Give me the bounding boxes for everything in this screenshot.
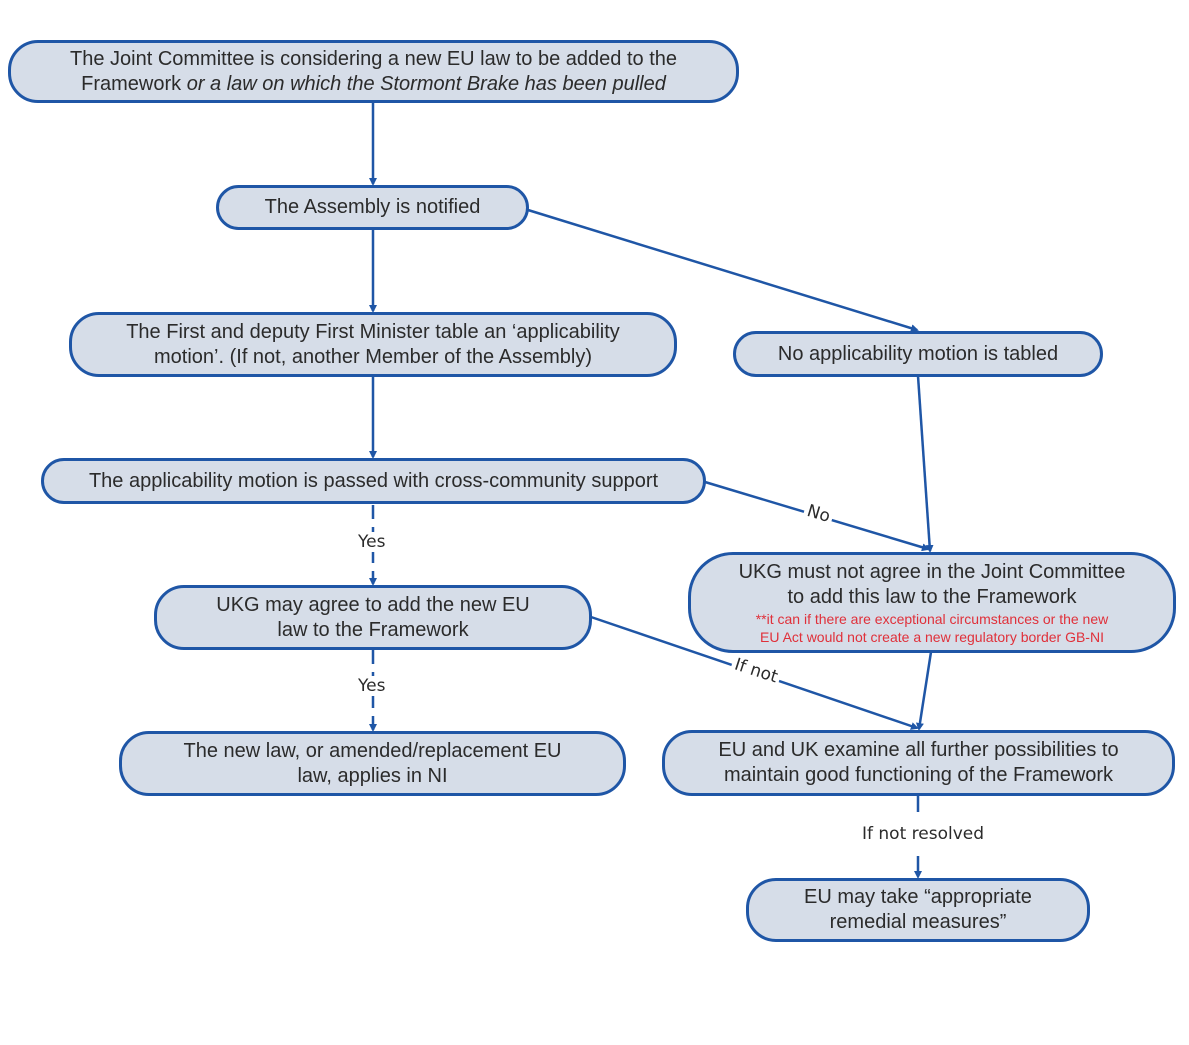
arrow-ukg-must-not-to-examine: [915, 651, 933, 731]
node-ukg-must-not-line1: UKG must not agree in the Joint Committe…: [738, 560, 1126, 583]
node-eu-uk-examine-line1: EU and UK examine all further possibilit…: [718, 739, 1119, 761]
node-motion-passed: The applicability motion is passed with …: [41, 458, 706, 504]
edge-label-yes-2: Yes: [355, 676, 389, 696]
node-ukg-may-agree: UKG may agree to add the new EU law to t…: [154, 585, 592, 650]
node-new-law-applies-line2: law, applies in NI: [297, 764, 448, 787]
node-ukg-must-not-note1: **it can if there are exceptional circum…: [755, 610, 1109, 627]
node-joint-committee-line2: Framework or a law on which the Stormont…: [81, 72, 666, 97]
node-eu-uk-examine: EU and UK examine all further possibilit…: [662, 730, 1175, 796]
node-new-law-applies-line1: The new law, or amended/replacement EU: [183, 739, 562, 762]
node-eu-uk-examine-line2: maintain good functioning of the Framewo…: [723, 764, 1114, 786]
node-motion-passed-text: The applicability motion is passed with …: [88, 469, 659, 492]
node-no-motion: No applicability motion is tabled: [733, 331, 1103, 377]
node-assembly-notified-text: The Assembly is notified: [264, 196, 481, 218]
node-ministers-table-line2: motion’. (If not, another Member of the …: [154, 345, 592, 368]
node-joint-committee-line1: The Joint Committee is considering a new…: [70, 47, 677, 70]
arrow-assembly-to-no-motion: [527, 208, 919, 333]
edge-label-if-not-resolved: If not resolved: [859, 824, 988, 844]
node-ukg-must-not: UKG must not agree in the Joint Committe…: [688, 552, 1176, 653]
node-joint-committee-line2-plain: Framework: [81, 72, 187, 95]
arrow-no-motion-to-ukg-must-not: [916, 375, 934, 553]
node-eu-remedial-line1: EU may take “appropriate: [804, 886, 1032, 908]
node-new-law-applies: The new law, or amended/replacement EU l…: [119, 731, 626, 796]
node-eu-remedial-line2: remedial measures”: [829, 911, 1007, 933]
node-assembly-notified: The Assembly is notified: [216, 185, 529, 230]
node-ministers-table: The First and deputy First Minister tabl…: [69, 312, 677, 377]
node-no-motion-text: No applicability motion is tabled: [777, 342, 1059, 365]
node-ministers-table-line1: The First and deputy First Minister tabl…: [126, 320, 620, 343]
edge-label-yes-1: Yes: [355, 532, 389, 552]
node-eu-remedial: EU may take “appropriate remedial measur…: [746, 878, 1090, 942]
node-ukg-must-not-line2: to add this law to the Framework: [787, 585, 1077, 608]
node-joint-committee-line2-italic: or a law on which the Stormont Brake has…: [186, 72, 666, 95]
node-ukg-must-not-note2: EU Act would not create a new regulatory…: [760, 628, 1104, 645]
node-ukg-may-agree-line2: law to the Framework: [277, 618, 469, 641]
node-joint-committee: The Joint Committee is considering a new…: [8, 40, 739, 103]
node-ukg-may-agree-line1: UKG may agree to add the new EU: [216, 593, 530, 616]
